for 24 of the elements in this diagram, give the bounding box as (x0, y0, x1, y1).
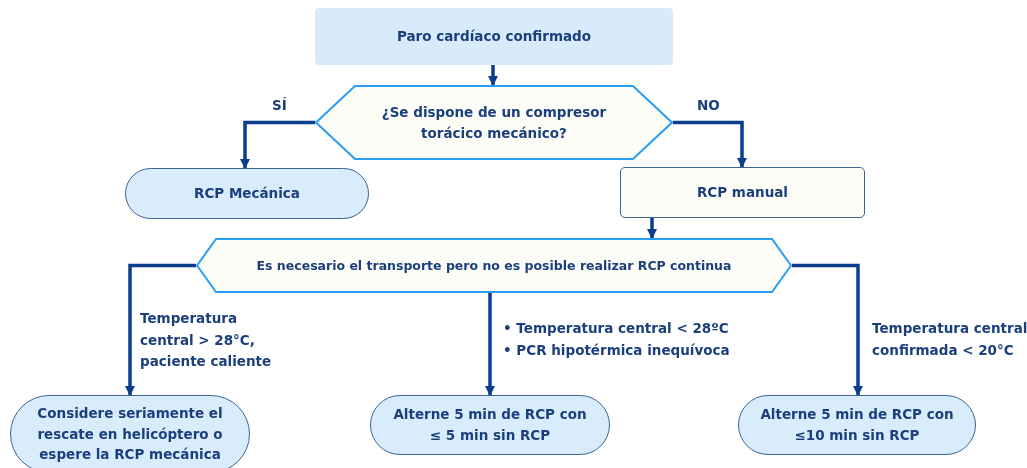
terminal-pill (738, 395, 976, 455)
arrow (792, 263, 864, 397)
node-label: Es necesario el transporte pero no es posible realizar RCP continua (256, 256, 732, 275)
decision-hexagon (196, 238, 792, 293)
arrow (484, 293, 496, 397)
arrow (487, 65, 499, 87)
process-box (620, 167, 865, 218)
process-box (315, 8, 673, 65)
node-label: ¿Se dispone de un compresor torácico mecánico? (380, 102, 608, 143)
bullet-item: • Temperatura central < 28ºC (503, 319, 730, 338)
node-label: Considere seriamente el rescate en helicóptero o espere la RCP mecánica (36, 403, 224, 465)
terminal-pill (370, 395, 610, 455)
node-label: Alterne 5 min de RCP con ≤10 min sin RCP (759, 405, 955, 445)
bullet-item: • PCR hipotérmica inequívoca (503, 340, 730, 360)
arrow (124, 263, 196, 397)
arrow (646, 218, 658, 240)
arrow (239, 120, 315, 170)
node-label: RCP Mecánica (194, 184, 300, 204)
node-label: Alterne 5 min de RCP con ≤ 5 min sin RCP (392, 405, 588, 445)
decision-hexagon (315, 85, 673, 160)
node-label: Paro cardíaco confirmado (396, 27, 592, 47)
terminal-pill (125, 168, 369, 219)
arrow (673, 120, 748, 169)
node-label: RCP manual (696, 183, 788, 203)
